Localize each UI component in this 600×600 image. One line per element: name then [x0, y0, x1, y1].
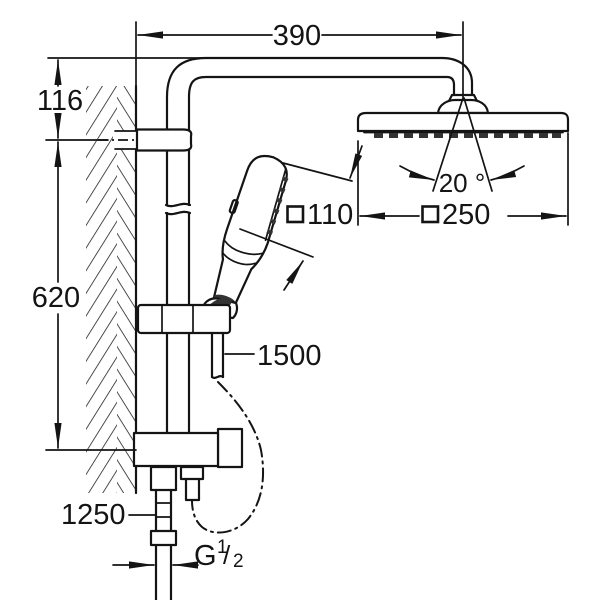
hose-break-squiggle [210, 375, 225, 379]
rail-break-mask [164, 206, 192, 212]
ext-line-110-upper [282, 162, 353, 182]
square-symbol-250 [421, 205, 440, 224]
supply-hose-knurled-ring [149, 529, 178, 547]
valve-body [132, 431, 220, 468]
dimension-g-half: G 1 / 2 [112, 537, 244, 572]
dimension-110-label: 110 [307, 199, 353, 231]
diverter-valve [132, 427, 244, 502]
shower-rail-and-arm [164, 56, 474, 435]
valve-right-outlet-pipe [184, 477, 201, 502]
head-mount-dome [436, 98, 490, 115]
dimension-110: 110 [239, 145, 363, 291]
dimension-620-label: 620 [32, 282, 80, 314]
rail-break-upper-squiggle [164, 202, 192, 208]
thread-denominator-label: 2 [233, 551, 244, 572]
dim-arrow-110-lower [283, 260, 304, 291]
dim-arrow-110-upper [349, 145, 363, 179]
square-symbol-110 [286, 205, 305, 224]
bracket-body [135, 128, 193, 152]
angle-20-label: 20 ° [439, 168, 486, 198]
head-shower-body [356, 111, 570, 133]
dimension-390-label: 390 [273, 20, 321, 52]
angle-line-left [432, 97, 464, 192]
valve-right-port [216, 427, 244, 469]
valve-left-knurled-nut [149, 465, 178, 492]
slider-body [136, 303, 232, 335]
hose-loop-dashed [191, 381, 264, 534]
label-1250: 1250 [61, 499, 156, 531]
hand-shower-body [212, 154, 288, 307]
thread-numerator-label: 1 [217, 537, 228, 558]
hand-shower-ring-line-2 [222, 252, 257, 266]
hose-1500-label: 1500 [257, 340, 322, 372]
wall-hatch-left-band [86, 86, 117, 493]
label-1500: 1500 [224, 340, 322, 372]
pipe-outer-line [165, 56, 474, 435]
thread-letter-label: G [194, 540, 217, 572]
dimension-116-label: 116 [37, 85, 83, 117]
pipe-inner-line [187, 75, 456, 435]
angle-arrow-left [399, 165, 435, 181]
dimension-390: 390 [135, 20, 464, 98]
hand-shower [212, 154, 289, 307]
angle-line-right [463, 97, 493, 192]
hand-shower-button [228, 199, 239, 215]
head-shower [356, 93, 570, 138]
ext-line-110-lower [239, 228, 314, 258]
dimension-250-label: 250 [442, 199, 490, 231]
hand-shower-face-line [264, 169, 287, 242]
wall-hatch [86, 84, 138, 495]
swivel-angle-dimension: 20 ° [399, 97, 525, 198]
valve-right-knurled-nut [179, 465, 205, 481]
dimension-116: 116 [37, 57, 203, 141]
wall-bracket [98, 128, 193, 152]
dimension-620: 620 [32, 141, 137, 451]
shower-hose [191, 331, 264, 534]
angle-arrow-right [490, 165, 525, 181]
lower-supply-hose [149, 488, 178, 600]
dimension-250: 250 [357, 132, 569, 231]
rail-break-lower-squiggle [164, 210, 192, 216]
thread-slash-label: / [223, 540, 231, 570]
slider-bracket [136, 297, 239, 335]
hand-shower-ring-line-1 [224, 240, 265, 256]
hand-shower-nozzle-ticks [266, 176, 289, 236]
wall-hatch-right-band [117, 86, 136, 493]
hose-1250-label: 1250 [61, 499, 126, 531]
head-nozzle-row [374, 133, 561, 138]
